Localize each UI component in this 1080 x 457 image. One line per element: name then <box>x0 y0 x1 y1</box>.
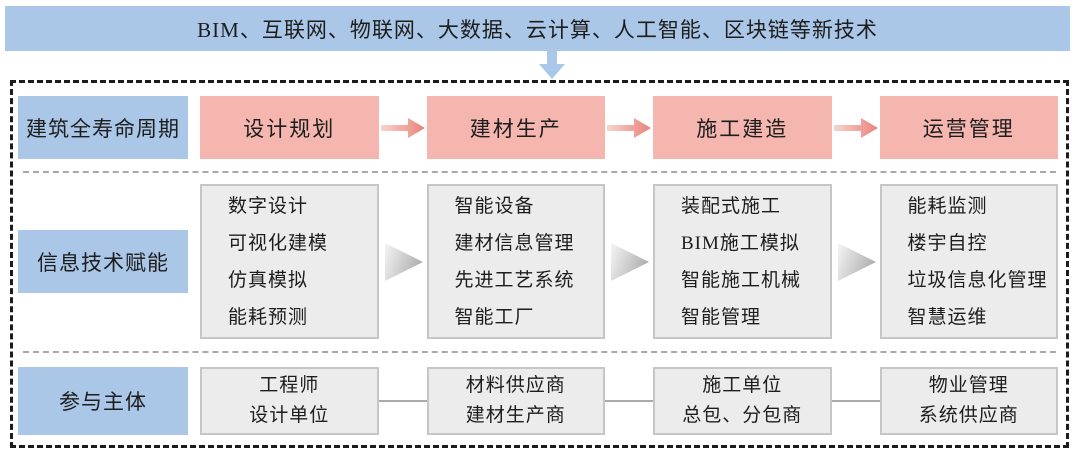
row-label-lifecycle: 建筑全寿命周期 <box>18 96 188 159</box>
tech-group-construction: 装配式施工 BIM施工模拟 智能施工机械 智能管理 <box>653 184 832 339</box>
connector-spacer <box>605 367 653 435</box>
connector-line <box>378 400 427 402</box>
arrow-spacer <box>832 184 880 339</box>
participants-label-column: 参与主体 <box>18 367 188 435</box>
down-arrow-icon <box>539 50 565 79</box>
right-triangle-icon <box>837 242 876 281</box>
participant-item: 物业管理 <box>928 375 1009 396</box>
framework-panel: 建筑全寿命周期 设计规划 建材生产 施工建造 <box>10 80 1069 448</box>
participant-item: 系统供应商 <box>918 405 1019 426</box>
tech-item: 智能工厂 <box>454 306 535 328</box>
tech-group-operation-management: 能耗监测 楼宇自控 垃圾信息化管理 智慧运维 <box>879 184 1058 339</box>
participant-group-operation: 物业管理 系统供应商 <box>879 367 1058 435</box>
arrow-spacer <box>379 184 427 339</box>
arrow-spacer <box>832 96 880 159</box>
tech-item: 仿真模拟 <box>228 269 309 291</box>
tech-item: 建材信息管理 <box>454 232 575 254</box>
connector-line <box>605 400 653 402</box>
banner-text: BIM、互联网、物联网、大数据、云计算、人工智能、区块链等新技术 <box>197 17 878 42</box>
arrow-spacer <box>605 184 653 339</box>
participant-item: 总包、分包商 <box>682 405 803 426</box>
right-triangle-icon <box>384 242 423 281</box>
tech-item: 可视化建模 <box>228 232 329 254</box>
tech-item: 能耗监测 <box>907 195 988 217</box>
connector-line <box>831 400 880 402</box>
stage-operation-management: 运营管理 <box>879 96 1058 159</box>
tech-item: 智能管理 <box>681 306 762 328</box>
stage-design-planning: 设计规划 <box>200 96 379 159</box>
row-divider <box>23 171 1056 173</box>
tech-item: 垃圾信息化管理 <box>907 269 1048 291</box>
technology-row: 信息技术赋能 数字设计 可视化建模 仿真模拟 能耗预测 <box>18 184 1058 339</box>
connector-spacer <box>831 367 880 435</box>
participant-item: 设计单位 <box>249 405 330 426</box>
participant-item: 材料供应商 <box>465 375 566 396</box>
tech-item: 智能施工机械 <box>681 269 802 291</box>
participant-item: 施工单位 <box>702 375 783 396</box>
tech-group-material-production: 智能设备 建材信息管理 先进工艺系统 智能工厂 <box>426 184 605 339</box>
tech-item: 装配式施工 <box>681 195 782 217</box>
participants-row: 参与主体 工程师 设计单位 材料供应商 建材生产商 施工单位 总包、分包商 <box>18 367 1058 435</box>
tech-item: 智慧运维 <box>907 306 988 328</box>
right-arrow-icon <box>380 117 425 138</box>
participant-group-design: 工程师 设计单位 <box>200 367 379 435</box>
arrow-spacer <box>605 96 653 159</box>
tech-item: BIM施工模拟 <box>681 232 800 254</box>
participant-group-material: 材料供应商 建材生产商 <box>426 367 605 435</box>
tech-group-design-planning: 数字设计 可视化建模 仿真模拟 能耗预测 <box>200 184 379 339</box>
lifecycle-row: 建筑全寿命周期 设计规划 建材生产 施工建造 <box>18 96 1058 159</box>
right-arrow-icon <box>607 117 651 138</box>
row-label-participants: 参与主体 <box>18 367 188 435</box>
right-triangle-icon <box>611 242 649 281</box>
connector-spacer <box>378 367 427 435</box>
tech-item: 能耗预测 <box>228 306 309 328</box>
tech-item: 先进工艺系统 <box>454 269 575 291</box>
tech-item: 楼宇自控 <box>907 232 988 254</box>
participant-item: 建材生产商 <box>465 405 566 426</box>
right-arrow-icon <box>833 117 878 138</box>
arrow-spacer <box>379 96 427 159</box>
tech-item: 智能设备 <box>454 195 535 217</box>
new-technologies-banner: BIM、互联网、物联网、大数据、云计算、人工智能、区块链等新技术 <box>5 6 1070 51</box>
participant-group-construction: 施工单位 总包、分包商 <box>653 367 832 435</box>
lifecycle-label-column: 建筑全寿命周期 <box>18 96 188 159</box>
stage-material-production: 建材生产 <box>426 96 605 159</box>
participant-item: 工程师 <box>259 375 320 396</box>
technology-label-column: 信息技术赋能 <box>18 184 188 339</box>
row-divider <box>23 351 1056 353</box>
stage-construction: 施工建造 <box>653 96 832 159</box>
row-label-technology: 信息技术赋能 <box>18 230 188 293</box>
tech-item: 数字设计 <box>228 195 309 217</box>
